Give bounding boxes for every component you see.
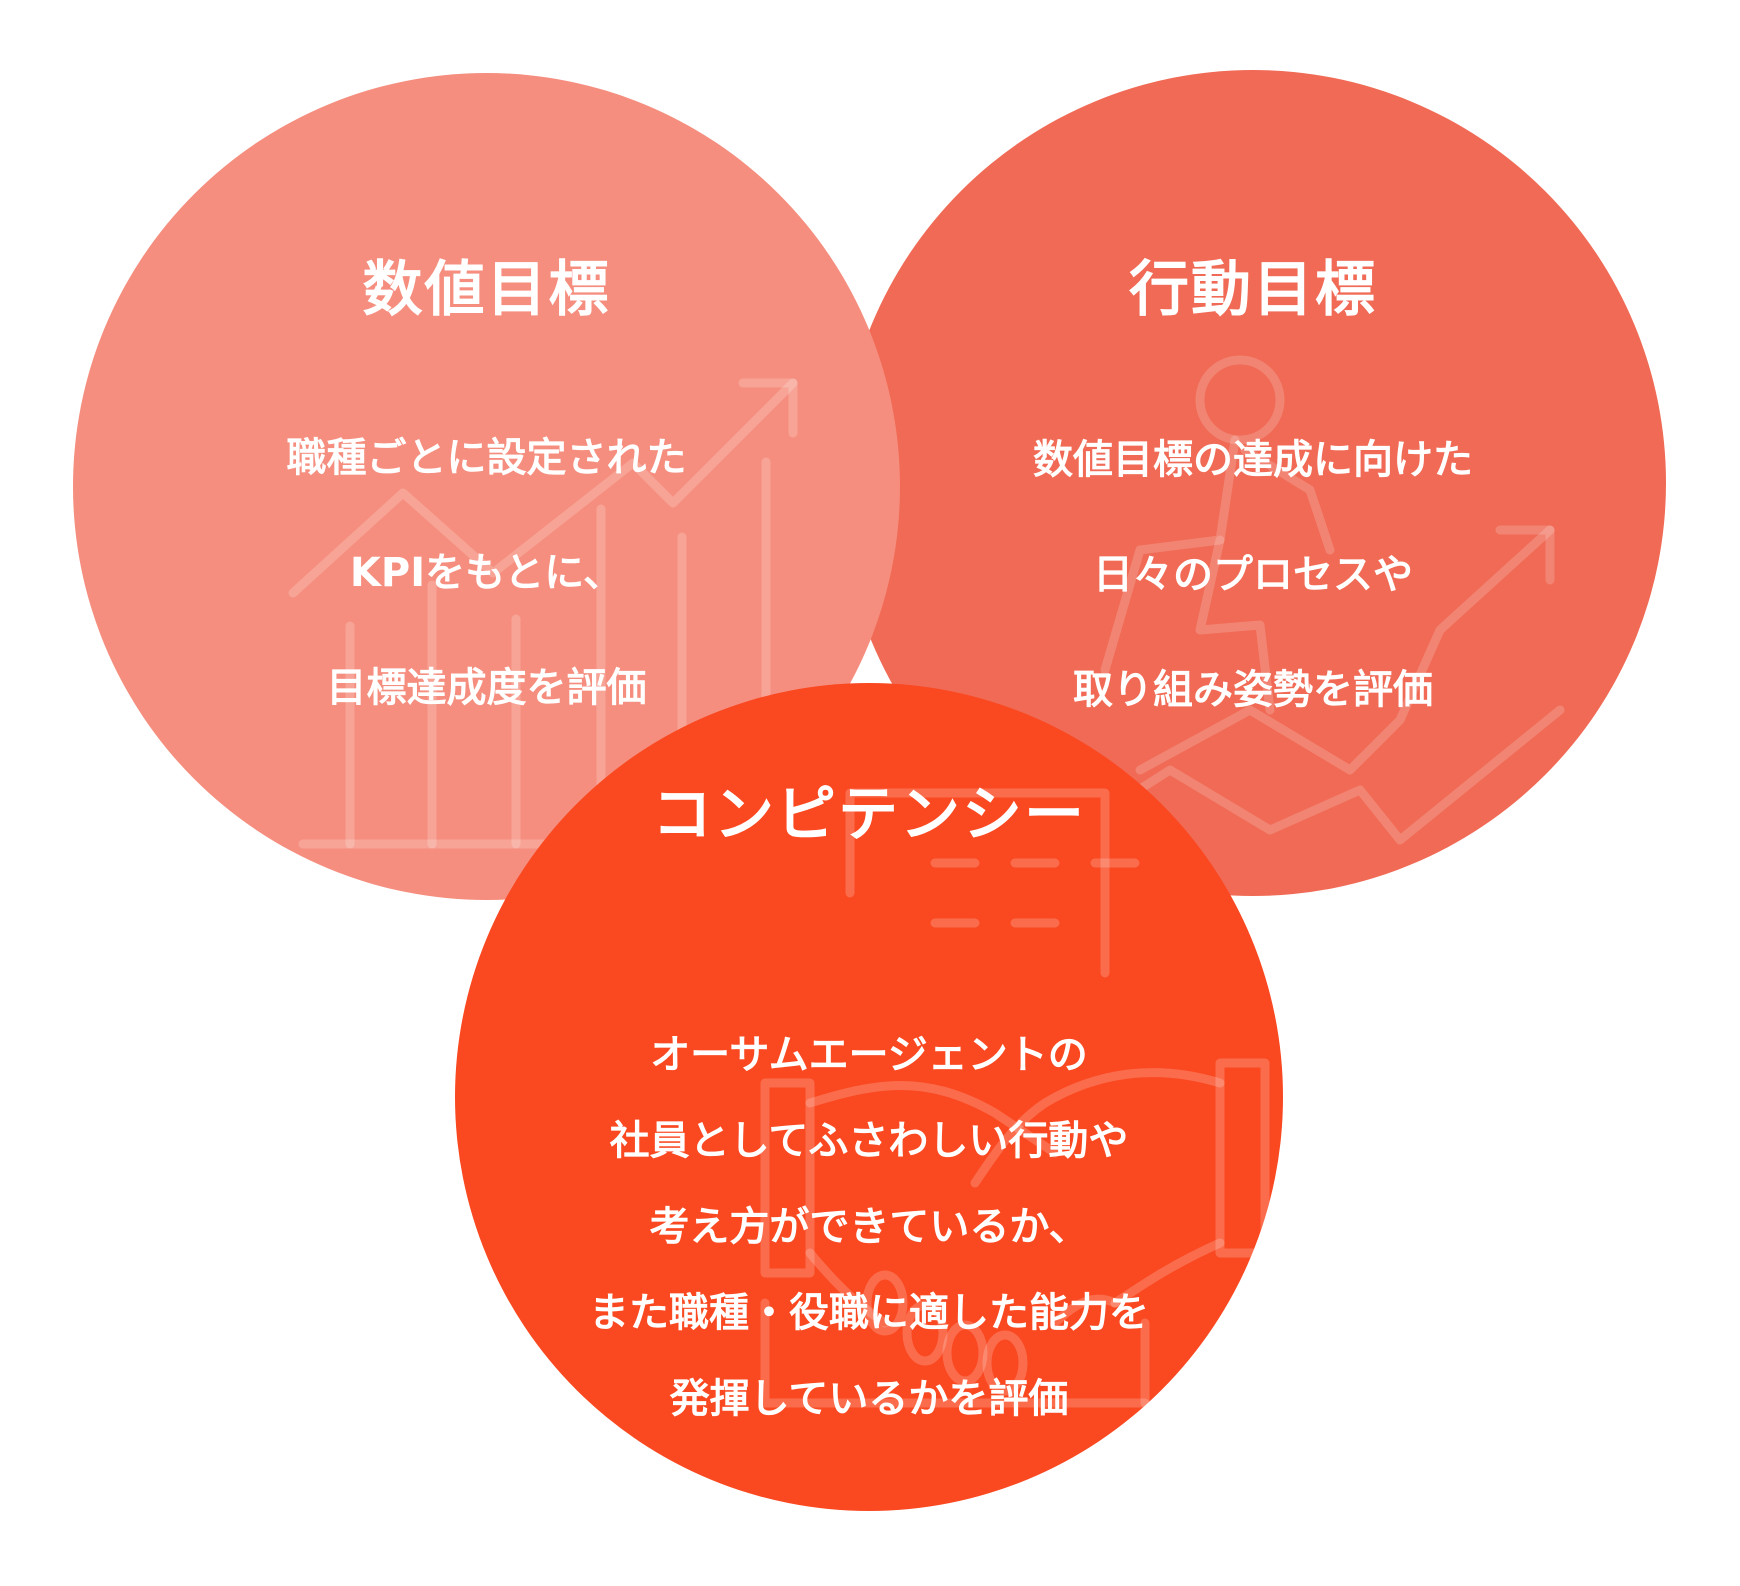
- numeric-goals-title: 数値目標: [362, 255, 611, 325]
- description-line: 発揮しているかを評価: [669, 1376, 1069, 1422]
- description-line: 考え方ができているか、: [649, 1204, 1089, 1250]
- competency-circle: コンピテンシー オーサムエージェントの 社員としてふさわしい行動や 考え方ができ…: [455, 683, 1283, 1511]
- person-climbing-arrow-icon: [1055, 355, 1565, 845]
- description-line: 職種ごとに設定された: [286, 435, 687, 481]
- description-line: また職種・役職に適した能力を: [589, 1290, 1149, 1336]
- description-line: 社員としてふさわしい行動や: [609, 1118, 1129, 1164]
- behavior-goals-title: 行動目標: [1129, 255, 1377, 325]
- handshake-document-icon: [760, 788, 1270, 1408]
- description-line: 取り組み姿勢を評価: [1073, 667, 1433, 713]
- competency-title: コンピテンシー: [652, 780, 1086, 850]
- competency-description: オーサムエージェントの 社員としてふさわしい行動や 考え方ができているか、 また…: [455, 1035, 1283, 1465]
- behavior-goals-description: 数値目標の達成に向けた 日々のプロセスや 取り組み姿勢を評価: [840, 440, 1666, 785]
- description-line: 数値目標の達成に向けた: [1033, 437, 1473, 483]
- description-line: KPIをもとに、: [349, 550, 624, 596]
- numeric-goals-description: 職種ごとに設定された KPIをもとに、 目標達成度を評価: [73, 438, 900, 783]
- description-line: 日々のプロセスや: [1093, 552, 1413, 598]
- description-line: 目標達成度を評価: [326, 665, 647, 711]
- description-line: オーサムエージェントの: [650, 1032, 1088, 1078]
